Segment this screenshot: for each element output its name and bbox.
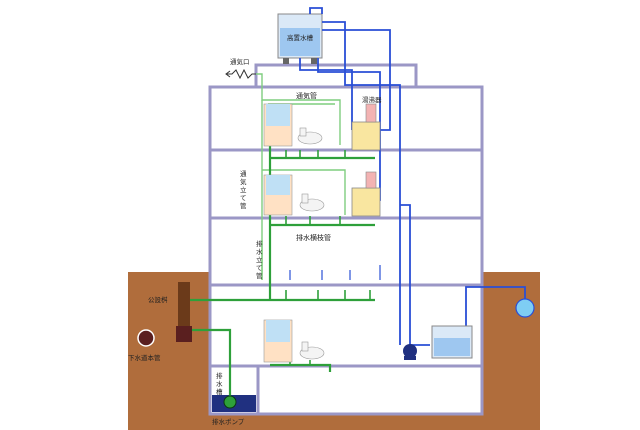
vent-stack-label: 通 気 立 て 管 xyxy=(240,169,247,210)
svg-text:槽: 槽 xyxy=(216,387,223,396)
drain-stack-label: 排 水 立 て 管 xyxy=(256,239,263,280)
high-tank-label: 高置水槽 xyxy=(287,33,314,42)
svg-text:て: て xyxy=(240,194,247,202)
fixtures-2f xyxy=(263,174,325,216)
ground-strip-left xyxy=(128,272,210,430)
drain-pump: 排水ポンプ xyxy=(212,395,245,426)
water-heater-label: 湯沸器 xyxy=(362,95,382,104)
svg-text:排: 排 xyxy=(256,239,263,248)
svg-text:管: 管 xyxy=(256,271,263,280)
fixtures-3f xyxy=(263,103,323,147)
sewer-main-label: 下水道本管 xyxy=(128,353,161,362)
high-tank: 高置水槽 xyxy=(277,13,323,64)
svg-text:排: 排 xyxy=(216,371,223,380)
vent-pipe-label: 通気管 xyxy=(296,91,317,100)
drain-branch-label: 排水横枝管 xyxy=(296,233,331,242)
ground-strip-right xyxy=(482,272,540,430)
drain-pump-label: 排水ポンプ xyxy=(212,417,245,426)
vent-pipes xyxy=(256,73,346,280)
public-manhole: 公設桝 xyxy=(148,282,192,342)
svg-text:通: 通 xyxy=(240,169,247,178)
svg-text:水: 水 xyxy=(216,379,223,388)
supply-pump xyxy=(403,344,417,360)
city-water-main xyxy=(515,298,535,318)
sewer-main: 下水道本管 xyxy=(128,329,161,362)
receiving-tank xyxy=(431,325,473,359)
water-heater-3f: 湯沸器 xyxy=(351,95,382,151)
svg-text:立: 立 xyxy=(256,255,263,264)
drain-tank-label: 排 水 槽 xyxy=(216,371,223,396)
drain-pipes xyxy=(190,145,375,400)
public-manhole-label: 公設桝 xyxy=(148,295,168,304)
first-floor-supply-ticks xyxy=(289,265,381,280)
water-heater-2f xyxy=(351,171,381,217)
fixtures-1f xyxy=(263,319,325,363)
svg-text:管: 管 xyxy=(240,201,247,210)
vent-port-label: 通気口 xyxy=(230,57,250,66)
svg-text:水: 水 xyxy=(256,247,263,256)
svg-text:立: 立 xyxy=(240,185,247,194)
building-frame xyxy=(208,63,484,416)
svg-text:気: 気 xyxy=(240,177,247,186)
vent-port: 通気口 xyxy=(225,57,256,80)
svg-text:て: て xyxy=(256,264,263,272)
building-interior xyxy=(210,87,482,414)
